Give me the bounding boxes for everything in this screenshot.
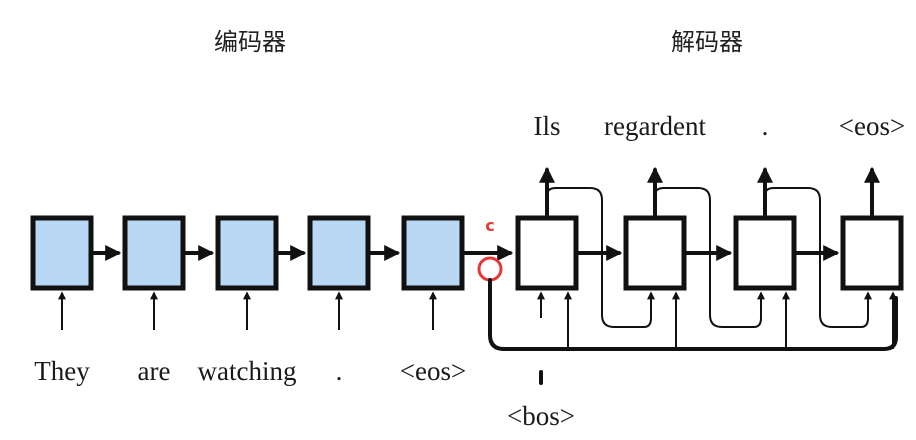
decoder-feedback-loop-1 (546, 187, 655, 328)
encoder-cell-4 (307, 215, 371, 291)
encoder-title: 编码器 (214, 28, 286, 56)
decoder-output-word: Ils (534, 111, 561, 141)
encoder-cell-5 (401, 215, 465, 291)
encoder-input-word: . (336, 356, 343, 386)
context-label: c (485, 216, 494, 235)
decoder-cell-1 (515, 215, 579, 291)
decoder-cell-4 (840, 215, 904, 291)
encoder-input-word: are (138, 356, 171, 386)
decoder-feedback-loop-2 (654, 187, 765, 328)
decoder-cell-2 (623, 215, 687, 291)
decoder-output-word: <eos> (839, 111, 905, 141)
decoder: <bos> Ils regardent . <eos> (507, 111, 905, 431)
decoder-feedback-loop-3 (764, 187, 872, 328)
context-vector: c (462, 216, 898, 351)
encoder-cell-1 (30, 215, 94, 291)
decoder-cell-3 (733, 215, 797, 291)
encoder-cell-2 (122, 215, 186, 291)
decoder-title: 解码器 (671, 28, 743, 56)
decoder-output-word: . (762, 111, 769, 141)
context-broadcast (488, 278, 898, 351)
encoder-input-word: watching (198, 356, 297, 386)
decoder-start-token: <bos> (507, 401, 575, 431)
encoder-input-word: <eos> (400, 356, 466, 386)
decoder-output-word: regardent (604, 111, 706, 141)
encoder-input-word: They (34, 356, 90, 386)
encoder-cell-3 (215, 215, 279, 291)
encoder: They are watching . <eos> (30, 215, 466, 386)
context-marker (477, 256, 503, 282)
